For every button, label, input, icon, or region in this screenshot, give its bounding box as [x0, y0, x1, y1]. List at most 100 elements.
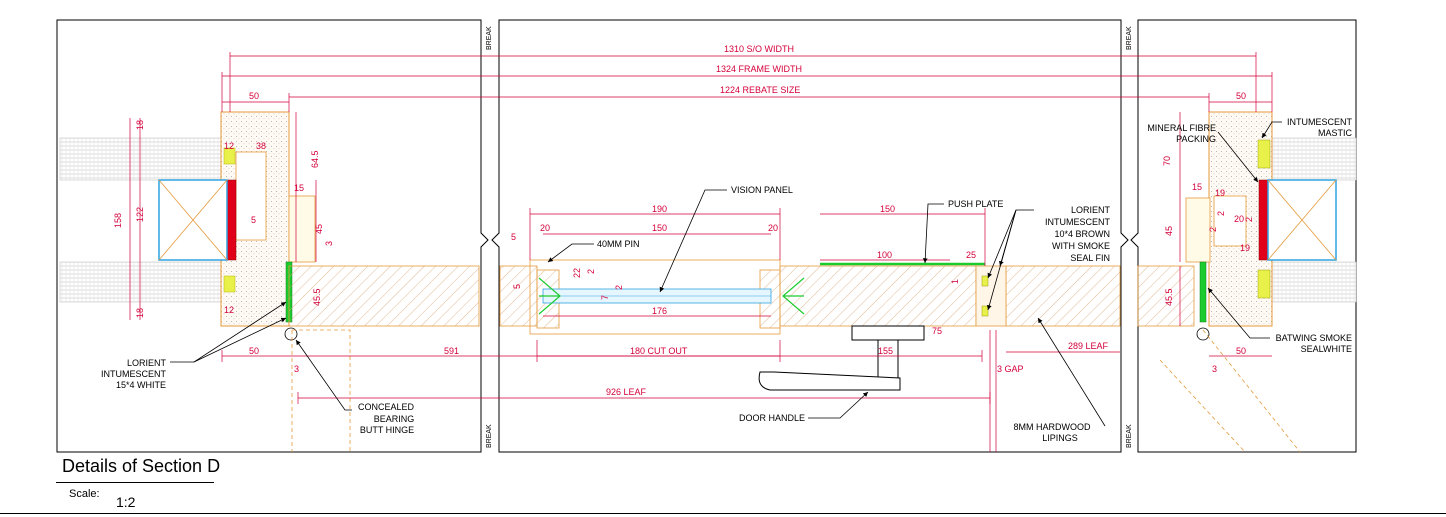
note-hinge-3: BUTT HINGE: [360, 425, 414, 435]
dim-rebate-size: 1224 REBATE SIZE: [720, 85, 800, 95]
window-box-right: [1267, 179, 1337, 261]
note-lorient-right-5: SEAL FIN: [1070, 253, 1110, 263]
dim-vp-176: 176: [652, 306, 667, 316]
note-mineral-1: MINERAL FIBRE: [1147, 123, 1216, 133]
hinge-left: [284, 327, 351, 452]
note-lipings-2: LIPINGS: [1042, 433, 1078, 443]
dim-591: 591: [444, 346, 459, 356]
dim-left-45-5: 45.5: [312, 288, 322, 306]
dim-pp-150: 150: [880, 204, 895, 214]
dim-left-3-bot: 3: [294, 364, 299, 374]
dim-handle-75: 75: [932, 326, 942, 336]
dim-left-15: 15: [294, 183, 304, 193]
dim-left-122: 122: [135, 207, 145, 222]
dim-right-70: 70: [1162, 156, 1172, 166]
dim-left-5: 5: [251, 215, 256, 225]
scale-value: 1:2: [116, 494, 136, 510]
note-lorient-right-1: LORIENT: [1071, 205, 1111, 215]
dim-right-2-a: 2: [1216, 211, 1226, 216]
dim-left-45: 45: [314, 224, 324, 234]
scale-label: Scale:: [69, 488, 100, 500]
note-mineral-2: PACKING: [1176, 134, 1216, 144]
dim-right-19-b: 19: [1240, 243, 1250, 253]
frame-right: [1159, 111, 1301, 453]
dim-left-50-top: 50: [249, 91, 259, 101]
door-leaf: [288, 265, 1195, 327]
dim-vp-150: 150: [652, 223, 667, 233]
dim-left-64-5: 64.5: [310, 150, 320, 168]
dim-left-38: 38: [256, 141, 266, 151]
dim-vp-20-right: 20: [768, 223, 778, 233]
note-lipings-1: 8MM HARDWOOD: [1014, 422, 1091, 432]
dim-pp-1: 1: [950, 279, 960, 284]
dim-right-3: 3: [1212, 364, 1217, 374]
window-box-left: [158, 179, 228, 261]
note-door-handle: DOOR HANDLE: [739, 413, 805, 423]
dim-vp-2-a: 2: [586, 269, 596, 274]
door-handle: [758, 325, 925, 391]
dim-vp-190: 190: [652, 204, 667, 214]
vision-panel: [529, 259, 805, 335]
bottom-border: [0, 513, 1446, 514]
dim-right-2-c: 2: [1208, 227, 1218, 232]
note-hinge-1: CONCEALED: [358, 402, 415, 412]
dim-right-45-5: 45.5: [1164, 288, 1174, 306]
note-batwing-2: SEALWHITE: [1301, 344, 1352, 354]
dim-left-12-top: 12: [224, 141, 234, 151]
dim-gap-3: 3 GAP: [997, 364, 1024, 374]
drawing-title: Details of Section D: [62, 456, 221, 476]
note-vision-panel: VISION PANEL: [731, 185, 793, 195]
note-lorient-left-1: LORIENT: [127, 358, 167, 368]
note-lorient-left-3: 15*4 WHITE: [116, 380, 166, 390]
dim-pp-100: 100: [877, 250, 892, 260]
break-label-4: BREAK: [1126, 424, 1133, 448]
frame-left: [220, 111, 316, 327]
dim-leaf-926: 926 LEAF: [606, 387, 647, 397]
note-mastic-1: INTUMESCENT: [1287, 117, 1353, 127]
dim-right-50-top: 50: [1236, 91, 1246, 101]
dim-right-45: 45: [1164, 226, 1174, 236]
dim-so-width: 1310 S/O WIDTH: [724, 44, 794, 54]
dim-left-18-bot: 18: [135, 308, 145, 318]
dimension-texts: 1310 S/O WIDTH 1324 FRAME WIDTH 1224 REB…: [113, 44, 1254, 397]
break-label-3: BREAK: [1126, 26, 1133, 50]
dim-leaf-289: 289 LEAF: [1068, 341, 1109, 351]
note-mastic-2: MASTIC: [1318, 128, 1353, 138]
note-batwing-1: BATWING SMOKE: [1276, 333, 1352, 343]
wall-right: [1271, 137, 1357, 303]
dim-left-158: 158: [113, 213, 123, 228]
dim-vp-20-left: 20: [540, 223, 550, 233]
title-underline: [56, 482, 214, 483]
dim-vp-5-top: 5: [511, 232, 516, 242]
wall-left: [59, 137, 223, 303]
leader-lines: [170, 121, 1282, 427]
break-label-1: BREAK: [486, 26, 493, 50]
dim-handle-155: 155: [878, 346, 893, 356]
note-lorient-right-4: WITH SMOKE: [1052, 241, 1110, 251]
dim-left-18-top: 18: [135, 120, 145, 130]
dim-vp-7: 7: [600, 295, 610, 300]
dim-vp-5-side: 5: [512, 284, 522, 289]
break-label-2: BREAK: [486, 424, 493, 448]
note-hinge-2: BEARING: [374, 414, 415, 424]
annotation-notes: VISION PANEL 40MM PIN PUSH PLATE LORIENT…: [101, 117, 1353, 443]
dim-left-12-bot: 12: [224, 305, 234, 315]
dim-right-15: 15: [1192, 182, 1202, 192]
note-lorient-right-3: 10*4 BROWN: [1054, 229, 1110, 239]
dimension-lines: [129, 52, 1273, 452]
dim-right-19-a: 19: [1215, 188, 1225, 198]
note-40mm-pin: 40MM PIN: [597, 239, 640, 249]
dim-frame-width: 1324 FRAME WIDTH: [716, 64, 802, 74]
dim-right-50-bot: 50: [1236, 346, 1246, 356]
dim-vp-22: 22: [572, 268, 582, 278]
dim-right-2-b: 2: [1244, 217, 1254, 222]
note-lorient-left-2: INTUMESCENT: [101, 369, 167, 379]
dim-cut-out: 180 CUT OUT: [630, 346, 688, 356]
dim-pp-25: 25: [966, 250, 976, 260]
dim-right-20: 20: [1234, 214, 1244, 224]
dim-left-50-bot: 50: [249, 346, 259, 356]
dim-vp-2-b: 2: [614, 285, 624, 290]
dim-left-3: 3: [324, 241, 334, 246]
note-push-plate: PUSH PLATE: [948, 199, 1003, 209]
